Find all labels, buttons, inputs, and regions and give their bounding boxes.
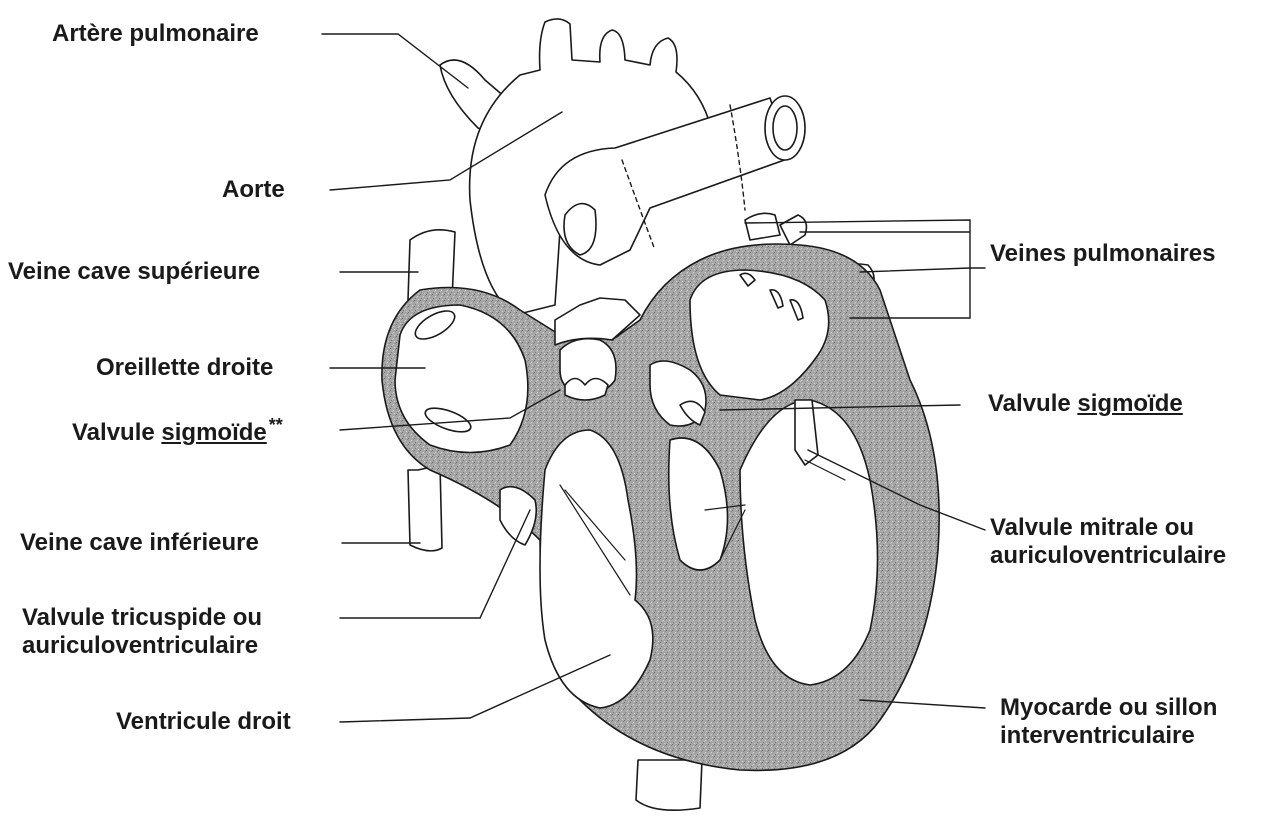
label-myocarde: Myocarde ou sillon interventriculaire bbox=[1000, 694, 1217, 750]
label-valvule-tricuspide: Valvule tricuspide ou auriculoventricula… bbox=[22, 604, 262, 660]
myocarde-line1: Myocarde ou sillon bbox=[1000, 694, 1217, 722]
mitrale-line1: Valvule mitrale ou bbox=[990, 514, 1226, 542]
label-valvule-mitrale: Valvule mitrale ou auriculoventriculaire bbox=[990, 514, 1226, 570]
label-artere-pulmonaire: Artère pulmonaire bbox=[52, 20, 259, 48]
label-veine-cave-inferieure: Veine cave inférieure bbox=[20, 529, 259, 557]
sigmoide-word-right: sigmoïde bbox=[1077, 390, 1182, 417]
tricuspide-line1: Valvule tricuspide ou bbox=[22, 604, 262, 632]
label-valvule-sigmoide-right: Valvule sigmoïde bbox=[988, 390, 1183, 418]
myocarde-line2: interventriculaire bbox=[1000, 722, 1217, 750]
valvule-prefix-right: Valvule bbox=[988, 390, 1077, 417]
valvule-prefix: Valvule bbox=[72, 419, 161, 446]
label-veine-cave-superieure: Veine cave supérieure bbox=[8, 258, 260, 286]
label-veines-pulmonaires: Veines pulmonaires bbox=[990, 240, 1215, 268]
asterisks: ** bbox=[269, 415, 283, 435]
descending-aorta-bottom bbox=[636, 760, 702, 810]
label-oreillette-droite: Oreillette droite bbox=[96, 354, 273, 382]
label-ventricule-droit: Ventricule droit bbox=[116, 708, 291, 736]
tricuspide-line2: auriculoventriculaire bbox=[22, 632, 262, 660]
sigmoide-word: sigmoïde bbox=[161, 419, 266, 446]
label-aorte: Aorte bbox=[222, 176, 285, 204]
mitrale-line2: auriculoventriculaire bbox=[990, 542, 1226, 570]
inferior-vena-cava bbox=[408, 465, 442, 551]
label-valvule-sigmoide-left: Valvule sigmoïde** bbox=[72, 411, 283, 447]
